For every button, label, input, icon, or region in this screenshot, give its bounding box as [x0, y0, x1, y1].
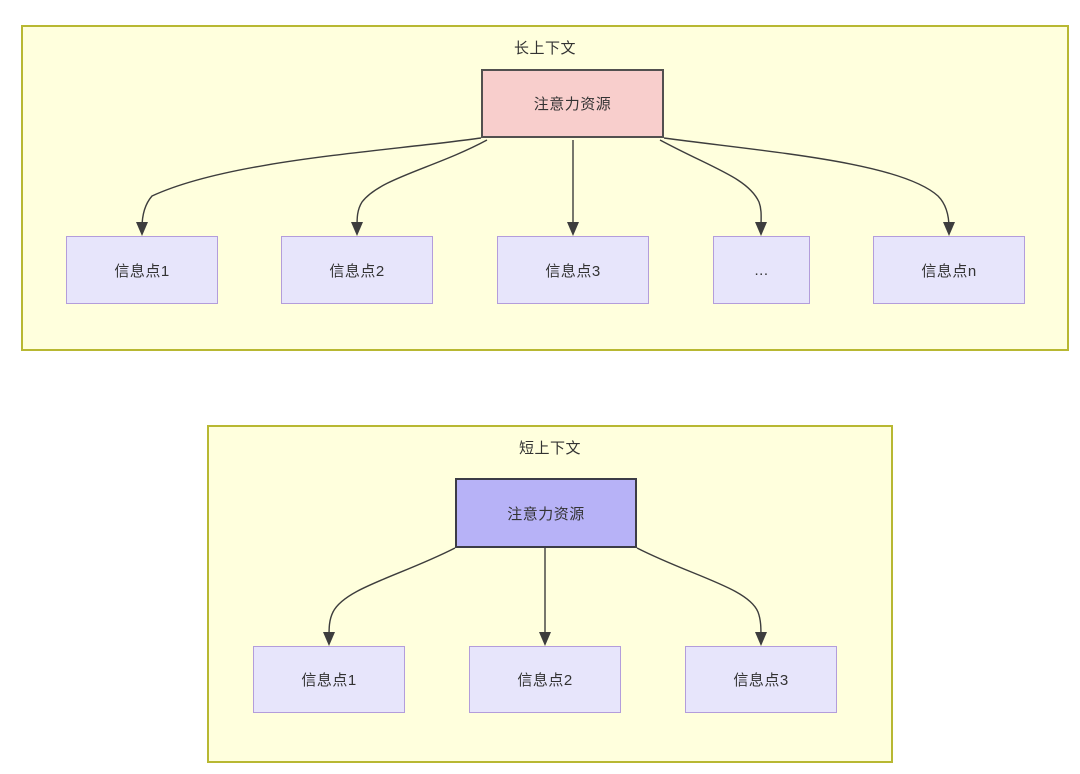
node-attention-resource-long[interactable]: 注意力资源 — [481, 69, 664, 138]
node-attention-resource-short-label: 注意力资源 — [507, 505, 585, 523]
node-info-point-1-long-label: 信息点1 — [114, 262, 170, 280]
node-info-point-2-long-label: 信息点2 — [329, 262, 385, 280]
node-info-point-3-short-label: 信息点3 — [733, 672, 789, 689]
node-info-point-n-long[interactable]: 信息点n — [873, 236, 1025, 304]
node-info-point-n-long-label: 信息点n — [921, 262, 977, 280]
node-attention-resource-short[interactable]: 注意力资源 — [455, 478, 637, 548]
node-info-point-1-short-label: 信息点1 — [301, 672, 357, 689]
node-info-point-3-short[interactable]: 信息点3 — [685, 646, 837, 713]
node-attention-resource-long-label: 注意力资源 — [533, 96, 612, 113]
node-info-point-3-long-label: 信息点3 — [545, 262, 601, 280]
node-info-point-2-short[interactable]: 信息点2 — [469, 646, 621, 713]
panel-long-context-title: 长上下文 — [513, 40, 576, 57]
node-info-point-ellipsis-long-label: ... — [754, 261, 769, 279]
node-info-point-2-long[interactable]: 信息点2 — [281, 236, 433, 304]
node-info-point-2-short-label: 信息点2 — [517, 672, 573, 689]
node-info-point-ellipsis-long[interactable]: ... — [713, 236, 810, 304]
panel-short-context-title: 短上下文 — [518, 440, 581, 457]
node-info-point-1-long[interactable]: 信息点1 — [66, 236, 218, 304]
node-info-point-3-long[interactable]: 信息点3 — [497, 236, 649, 304]
node-info-point-1-short[interactable]: 信息点1 — [253, 646, 405, 713]
